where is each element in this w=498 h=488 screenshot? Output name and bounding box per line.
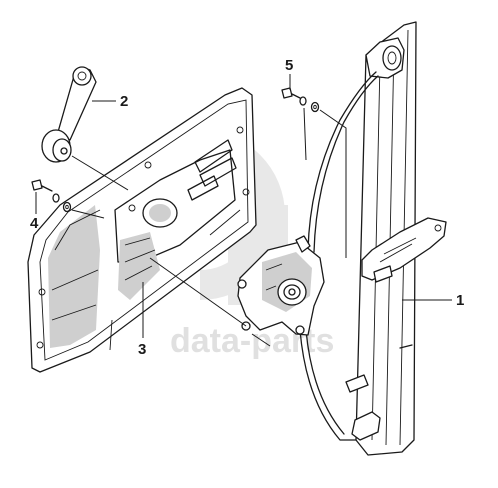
leader-motor-bottom: [251, 333, 271, 347]
leader-motor-to-panel: [149, 257, 247, 327]
bolt-washer-set-left: [31, 179, 72, 213]
leader-lines: [35, 74, 452, 347]
leader-5-to-motor: [303, 107, 307, 161]
callout-1: 1: [456, 292, 464, 309]
callout-4: 4: [30, 215, 39, 232]
door-inner-panel: [27, 87, 257, 373]
callout-3: 3: [138, 341, 146, 358]
window-crank-handle: [41, 66, 97, 163]
leader-4-to-panel: [71, 209, 105, 219]
callout-2: 2: [120, 93, 128, 110]
leader-2-to-panel: [71, 155, 129, 191]
window-regulator-assembly: [299, 21, 447, 456]
leader-5-to-regulator: [319, 109, 347, 258]
regulator-motor: [237, 235, 325, 336]
bolt-washer-set-right: [281, 87, 320, 113]
callout-5: 5: [285, 57, 293, 74]
